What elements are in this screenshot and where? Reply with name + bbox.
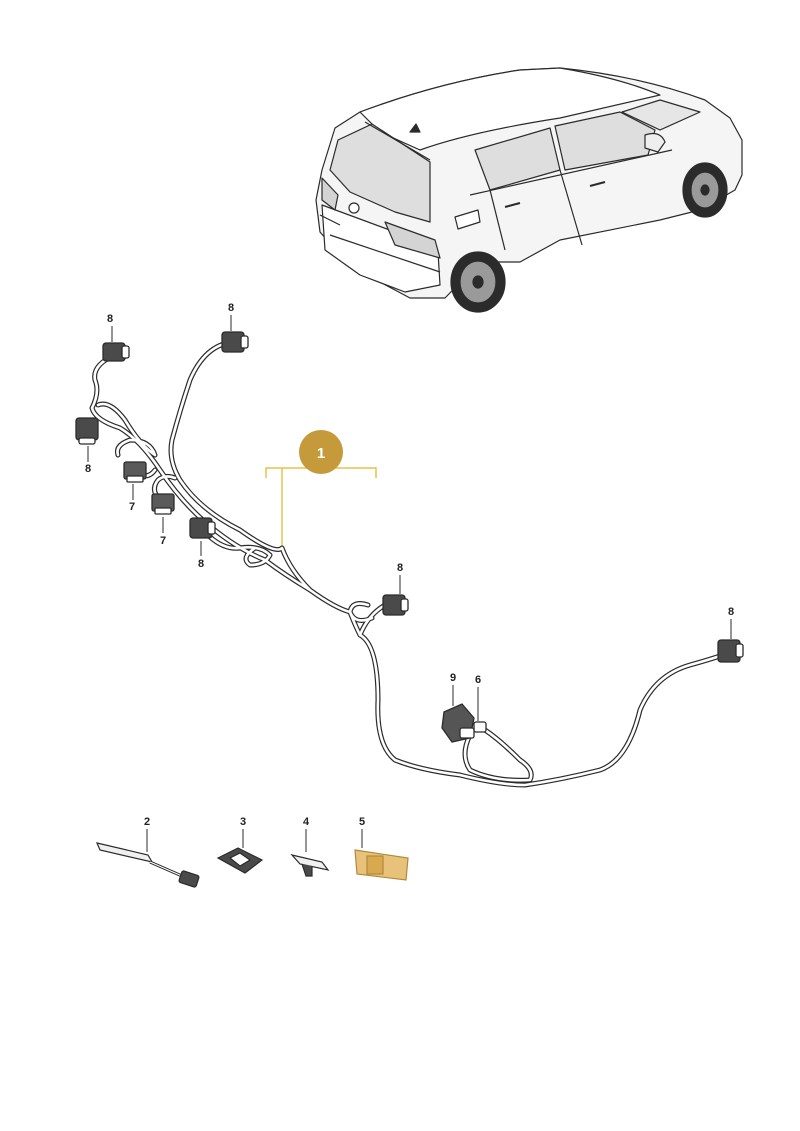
- connector-9: [441, 703, 475, 743]
- callout-3: 3: [240, 816, 246, 828]
- connector-8-middle-left: [189, 517, 216, 539]
- callout-6: 6: [475, 674, 481, 686]
- assembly-bracket: [265, 467, 377, 548]
- connector-6: [473, 721, 487, 733]
- small-parts: [95, 842, 409, 888]
- cable-tie: [95, 842, 200, 888]
- main-part-badge[interactable]: 1: [299, 430, 343, 474]
- callout-8: 8: [228, 302, 234, 314]
- callout-2: 2: [144, 816, 150, 828]
- connector-8-top-left: [102, 342, 130, 362]
- callout-7: 7: [129, 501, 135, 513]
- vehicle-illustration: [315, 67, 743, 313]
- connector-7-lower: [151, 493, 175, 515]
- callout-8: 8: [397, 562, 403, 574]
- callout-8: 8: [107, 313, 113, 325]
- callout-5: 5: [359, 816, 365, 828]
- callout-7: 7: [160, 535, 166, 547]
- connector-7-upper: [123, 461, 147, 483]
- connector-8-center-right: [382, 594, 409, 616]
- callout-8: 8: [85, 463, 91, 475]
- connector-8-left: [75, 417, 99, 445]
- callout-8: 8: [728, 606, 734, 618]
- callout-8: 8: [198, 558, 204, 570]
- bracket-clip: [290, 853, 330, 877]
- callout-4: 4: [303, 816, 310, 828]
- callout-labels: 8 8 8 7 7 8 8 8 9 6 2 3 4 5: [85, 302, 734, 852]
- connector-8-top-center: [221, 331, 249, 353]
- callout-9: 9: [450, 672, 456, 684]
- wiring-harness: [89, 339, 723, 788]
- clip-holder: [216, 847, 264, 874]
- connector-8-far-right: [717, 639, 744, 663]
- connectors: [75, 331, 744, 743]
- highlighted-holder: [354, 849, 409, 881]
- main-part-number: 1: [317, 445, 325, 462]
